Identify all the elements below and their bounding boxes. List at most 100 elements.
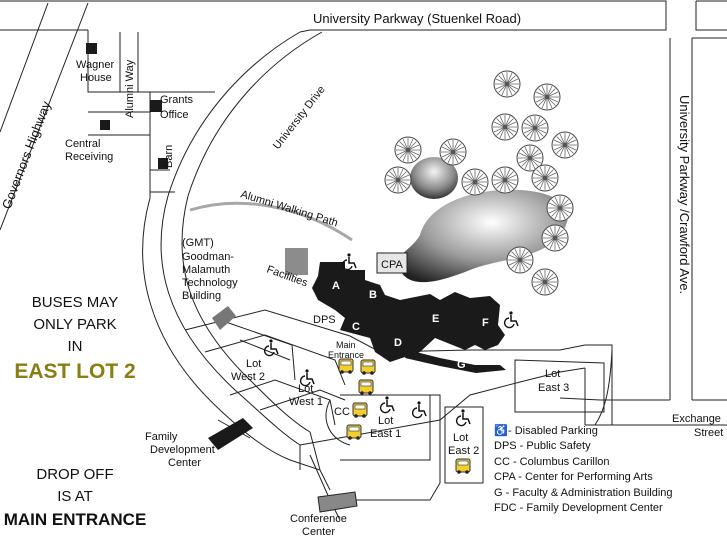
- label-entrance: Entrance: [328, 350, 364, 360]
- drop-note-line-1: DROP OFF: [36, 466, 114, 483]
- facilities-building: [285, 248, 308, 275]
- building-letter-d: D: [394, 337, 402, 349]
- label-lot-east2-name: East 2: [448, 445, 479, 457]
- bus-note-line-2: ONLY PARK: [33, 315, 117, 333]
- label-lot-east3-name: East 3: [538, 382, 569, 394]
- label-center: Center: [168, 457, 201, 469]
- legend-row: G - Faculty & Administration Building: [494, 486, 724, 501]
- building-letter-b: B: [369, 289, 377, 301]
- legend-row: CC - Columbus Carillon: [494, 455, 724, 470]
- label-main: Main: [336, 340, 356, 350]
- label-lot-east2: Lot: [453, 432, 468, 444]
- label-wagner: Wagner: [76, 59, 114, 71]
- drop-note-highlight: MAIN ENTRANCE: [3, 509, 147, 529]
- main-building-complex: [312, 262, 505, 362]
- buildings: [86, 43, 506, 513]
- bus-icon: [346, 424, 362, 441]
- label-family: Family: [145, 431, 178, 443]
- road-label-alumni-way: Alumni Way: [124, 59, 136, 118]
- road-label-governors-highway: Governors Highway: [0, 99, 54, 211]
- map-legend: ♿- Disabled Parking DPS - Public Safety …: [494, 424, 724, 516]
- label-lot-east3: Lot: [545, 368, 560, 380]
- label-lot-west2: Lot: [246, 358, 261, 370]
- bus-parking-note: BUSES MAY ONLY PARK IN EAST LOT 2: [0, 292, 150, 387]
- drop-note-line-2: IS AT: [57, 487, 93, 505]
- building-g-wing: [405, 350, 506, 373]
- label-cpa: CPA: [381, 259, 403, 271]
- wheelchair-icon: ♿: [494, 425, 508, 437]
- label-gmt: (GMT): [182, 237, 214, 249]
- wheelchair-icon: [503, 310, 519, 329]
- bus-note-highlight: EAST LOT 2: [14, 360, 136, 384]
- label-lot-west1-name: West 1: [289, 396, 323, 408]
- building-letter-e: E: [432, 313, 439, 325]
- bus-icon: [352, 402, 368, 419]
- building-letters: A B C D E F G: [332, 280, 489, 371]
- label-conference-center: Center: [302, 526, 335, 538]
- label-lot-east1-name: East 1: [370, 428, 401, 440]
- label-lot-east1: Lot: [378, 415, 393, 427]
- label-cc: CC: [334, 406, 350, 418]
- alumni-walking-path: [189, 201, 353, 242]
- label-lot-west2-name: West 2: [231, 371, 265, 383]
- label-house: House: [80, 72, 112, 84]
- lot-labels: Lot West 2 Lot West 1 Lot East 1 Lot Eas…: [231, 358, 569, 457]
- label-malamuth: Malamuth: [182, 264, 230, 276]
- building-letter-g: G: [457, 359, 466, 371]
- label-dps: DPS: [313, 314, 336, 326]
- legend-row: ♿- Disabled Parking: [494, 424, 724, 439]
- bus-icon: [455, 458, 471, 475]
- wheelchair-icon: [263, 338, 279, 357]
- label-building: Building: [182, 290, 221, 302]
- bus-note-line-3: IN: [67, 337, 83, 355]
- legend-row: DPS - Public Safety: [494, 439, 724, 454]
- road-label-street: Street: [694, 427, 723, 439]
- drop-off-note: DROP OFF IS AT MAIN ENTRANCE: [0, 464, 150, 532]
- label-office: Office: [160, 109, 189, 121]
- label-central: Central: [65, 138, 100, 150]
- building-letter-c: C: [352, 321, 360, 333]
- bus-note-line-1: BUSES MAY: [31, 294, 119, 311]
- barn-building: [158, 158, 168, 169]
- gmt-building: [212, 306, 236, 330]
- legend-text: DPS - Public Safety: [494, 440, 591, 453]
- wheelchair-icon: [379, 395, 395, 414]
- conference-center-building: [317, 491, 358, 513]
- road-label-exchange: Exchange: [672, 413, 721, 425]
- label-goodman: Goodman-: [182, 251, 234, 263]
- cpa-building: [376, 252, 408, 274]
- legend-text: G - Faculty & Administration Building: [494, 486, 673, 499]
- road-network: [0, 0, 727, 521]
- label-barn: Barn: [163, 145, 175, 168]
- label-technology: Technology: [182, 277, 238, 289]
- central-receiving-building: [100, 120, 110, 130]
- fdc-building: [208, 418, 253, 450]
- legend-row: FDC - Family Development Center: [494, 501, 724, 516]
- bus-icon: [338, 358, 354, 375]
- legend-text: - Disabled Parking: [508, 425, 598, 437]
- legend-text: FDC - Family Development Center: [494, 501, 663, 514]
- legend-text: CPA - Center for Performing Arts: [494, 471, 653, 484]
- bus-icon: [358, 379, 374, 396]
- wheelchair-icon: [455, 408, 471, 427]
- building-letter-f: F: [482, 317, 489, 329]
- road-label-university-drive: University Drive: [271, 84, 328, 152]
- pond-large: [398, 189, 568, 283]
- road-label-university-parkway-east: University Parkway /Crawford Ave.: [677, 95, 692, 294]
- wagner-house-building: [86, 43, 97, 54]
- label-conference: Conference: [290, 513, 347, 525]
- label-development: Development: [150, 444, 215, 456]
- legend-text: CC - Columbus Carillon: [494, 455, 610, 468]
- legend-row: CPA - Center for Performing Arts: [494, 470, 724, 485]
- pond-small: [410, 157, 458, 199]
- grants-office-building: [150, 100, 162, 112]
- label-grants: Grants: [160, 94, 194, 106]
- bus-icon: [360, 359, 376, 376]
- building-letter-a: A: [332, 280, 340, 292]
- label-receiving: Receiving: [65, 151, 113, 163]
- wheelchair-icon: [411, 400, 427, 419]
- road-label-alumni-walking-path: Alumni Walking Path: [239, 188, 339, 229]
- road-label-university-parkway-north: University Parkway (Stuenkel Road): [313, 11, 521, 26]
